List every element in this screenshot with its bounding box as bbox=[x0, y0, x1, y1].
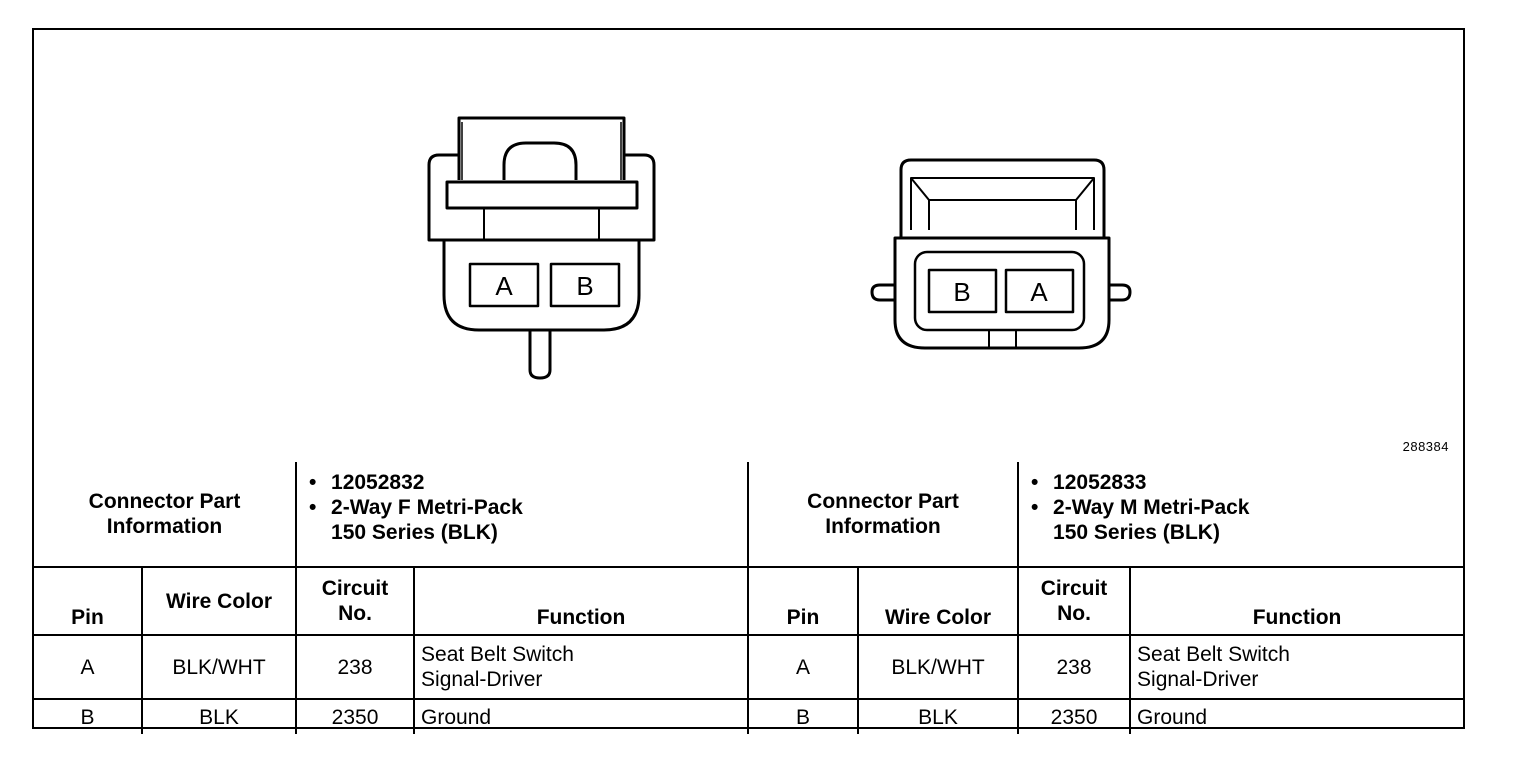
wire-color-cell: BLK bbox=[140, 698, 298, 734]
function-line: Seat Belt Switch bbox=[421, 643, 574, 666]
circuit-cell: 2350 bbox=[1017, 698, 1132, 734]
connector-info-table: Connector Part Information • 12052832 • 2-… bbox=[34, 462, 1464, 734]
bullet-icon: • bbox=[309, 471, 317, 494]
female-connector bbox=[427, 116, 656, 380]
header-wire-color: Wire Color bbox=[857, 566, 1020, 636]
pin-cell: A bbox=[34, 634, 143, 700]
header-pin: Pin bbox=[34, 566, 143, 636]
function-cell: Ground bbox=[413, 698, 750, 734]
connector-description: 2-Way M Metri-Pack bbox=[1053, 496, 1250, 519]
connector-description-cont: 150 Series (BLK) bbox=[331, 521, 498, 544]
figure-reference-number: 288384 bbox=[1402, 439, 1449, 454]
part-info-details: • 12052833 • 2-Way M Metri-Pack 150 Series… bbox=[1017, 462, 1464, 568]
bullet-icon: • bbox=[1031, 496, 1039, 519]
part-info-label: Connector Part Information bbox=[34, 462, 298, 568]
part-info-row: Connector Part Information • 12052832 • 2-… bbox=[34, 462, 1464, 568]
circuit-cell: 2350 bbox=[295, 698, 416, 734]
header-circuit: Circuit No. bbox=[1017, 566, 1132, 636]
pin-cell: B bbox=[747, 698, 860, 734]
bullet-icon: • bbox=[1031, 471, 1039, 494]
male-cavity-label: B bbox=[953, 277, 970, 307]
connector-diagram: A B B A bbox=[427, 116, 1132, 380]
connector-description-cont: 150 Series (BLK) bbox=[1053, 521, 1220, 544]
pin-cell: B bbox=[34, 698, 143, 734]
table-row: B BLK 2350 Ground B BLK 2350 Ground bbox=[34, 698, 1464, 734]
header-pin: Pin bbox=[747, 566, 860, 636]
part-number: 12052832 bbox=[331, 471, 425, 494]
part-info-label: Connector Part Information bbox=[747, 462, 1020, 568]
wire-color-cell: BLK/WHT bbox=[857, 634, 1020, 700]
connector-diagram-area: A B B A 288384 bbox=[34, 30, 1463, 462]
header-wire-color: Wire Color bbox=[140, 566, 298, 636]
female-cavity-label: B bbox=[576, 271, 593, 301]
female-cavity-label: A bbox=[495, 271, 513, 301]
pin-cell: A bbox=[747, 634, 860, 700]
connector-description: 2-Way F Metri-Pack bbox=[331, 496, 523, 519]
function-line: Signal-Driver bbox=[1137, 668, 1259, 691]
part-number: 12052833 bbox=[1053, 471, 1147, 494]
bullet-icon: • bbox=[309, 496, 317, 519]
header-circuit: Circuit No. bbox=[295, 566, 416, 636]
wire-color-cell: BLK bbox=[857, 698, 1020, 734]
function-cell: Ground bbox=[1129, 698, 1464, 734]
header-function: Function bbox=[1129, 566, 1464, 636]
function-line: Signal-Driver bbox=[421, 668, 543, 691]
wire-color-cell: BLK/WHT bbox=[140, 634, 298, 700]
male-connector bbox=[870, 158, 1132, 350]
circuit-cell: 238 bbox=[295, 634, 416, 700]
connector-sheet: A B B A 288384 Connector Part Informatio… bbox=[32, 28, 1465, 734]
column-header-row: Pin Wire Color Circuit No. Function Pin … bbox=[34, 566, 1464, 636]
header-function: Function bbox=[413, 566, 750, 636]
circuit-cell: 238 bbox=[1017, 634, 1132, 700]
function-line: Seat Belt Switch bbox=[1137, 643, 1290, 666]
part-info-details: • 12052832 • 2-Way F Metri-Pack 150 Series… bbox=[295, 462, 750, 568]
male-cavity-label: A bbox=[1030, 277, 1048, 307]
